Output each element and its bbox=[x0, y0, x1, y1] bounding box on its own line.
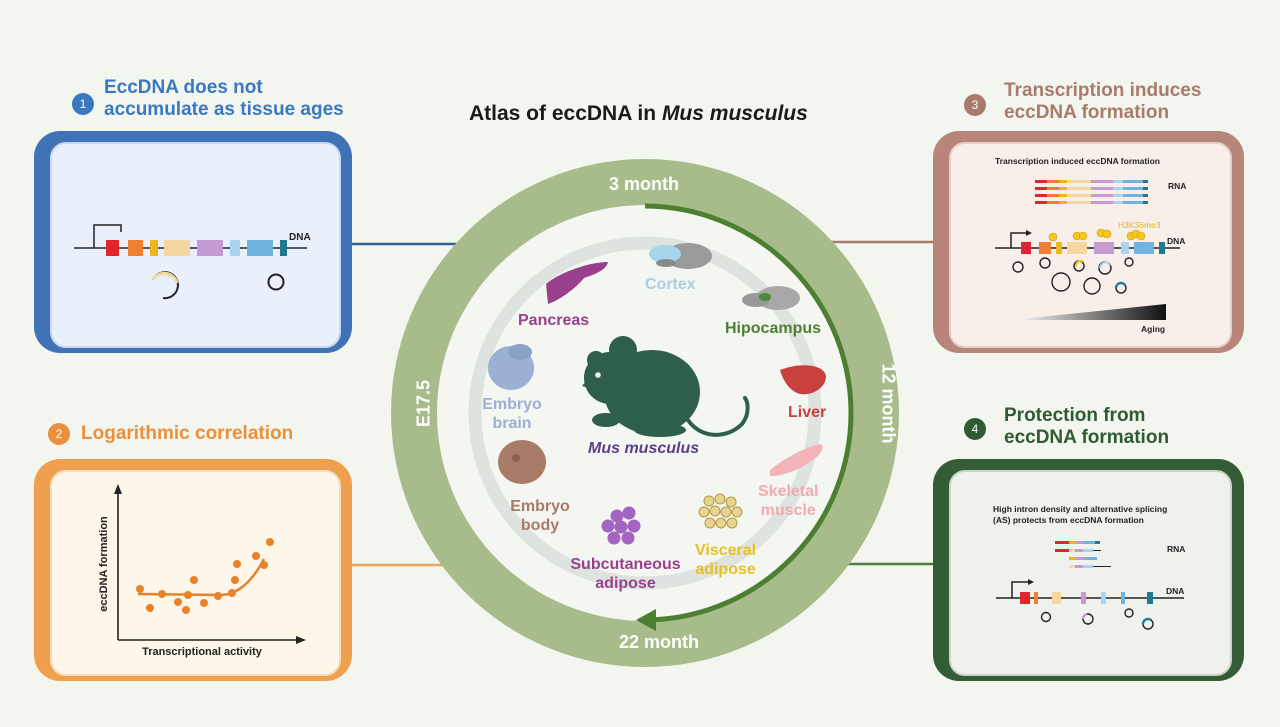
panel3-aging-label: Aging bbox=[1141, 324, 1165, 334]
organ-label-embryo-body-line2: body bbox=[520, 517, 560, 534]
liver-icon bbox=[780, 365, 826, 395]
timeline-arrowhead bbox=[636, 609, 656, 631]
organ-label-embryo-body: Embryo body bbox=[506, 497, 574, 535]
panel4-heading-line1: Protection from bbox=[1004, 405, 1146, 426]
embryo-body-icon bbox=[498, 440, 546, 484]
organ-label-subcutaneous-adipose-line2: adipose bbox=[595, 575, 656, 592]
panel4-rna-isoforms bbox=[1055, 541, 1111, 568]
panel4-inner-title-line1: High intron density and alternative spli… bbox=[993, 504, 1167, 514]
subcutaneous-adipose-icon bbox=[601, 506, 641, 545]
panel2-heading: Logarithmic correlation bbox=[81, 423, 294, 444]
panel1-heading-line1: EccDNA does not bbox=[104, 77, 263, 98]
timeline-arc bbox=[642, 203, 854, 623]
panel3-mark-label: H3K36me3 bbox=[1118, 220, 1161, 230]
organ-label-cortex: Cortex bbox=[645, 276, 696, 293]
panel2-ylabel: eccDNA formation bbox=[98, 516, 110, 612]
organ-label-skeletal-muscle: Skeletal muscle bbox=[758, 482, 818, 520]
skeletal-muscle-icon bbox=[770, 444, 823, 476]
organ-label-hipocampus: Hipocampus bbox=[725, 320, 822, 337]
panel1-dna-label: DNA bbox=[289, 232, 311, 243]
panel3-rna-stripes bbox=[1035, 180, 1148, 204]
main-title: Atlas of eccDNA in Mus musculus bbox=[469, 102, 808, 126]
panel3-card: Transcription induced eccDNA formation R… bbox=[949, 142, 1232, 348]
pancreas-icon bbox=[546, 262, 608, 304]
panel4-number-badge: 4 bbox=[964, 418, 986, 440]
embryo-brain-icon bbox=[488, 344, 534, 390]
panel3-number-badge: 3 bbox=[964, 94, 986, 116]
organ-label-subcutaneous-adipose: Subcutaneous adipose bbox=[568, 555, 683, 593]
panel1-heading: EccDNA does not accumulate as tissue age… bbox=[104, 77, 344, 121]
organ-track bbox=[468, 236, 822, 590]
title-species: Mus musculus bbox=[661, 102, 808, 125]
organ-label-liver: Liver bbox=[788, 404, 827, 421]
organ-label-skeletal-muscle-line1: Skeletal bbox=[758, 483, 819, 500]
panel4-heading-line2: eccDNA formation bbox=[1004, 427, 1170, 448]
panel3-inner-title: Transcription induced eccDNA formation bbox=[995, 156, 1160, 166]
panel3-gene-diagram: Transcription induced eccDNA formation R… bbox=[995, 156, 1186, 334]
timeline-12-month: 12 month bbox=[878, 363, 899, 444]
visceral-adipose-icon bbox=[698, 493, 743, 529]
organ-label-skeletal-muscle-line2: muscle bbox=[760, 502, 816, 519]
organ-label-embryo-brain-line2: brain bbox=[492, 415, 532, 432]
panel2-scatter-plot: eccDNA formation Transcriptional activit… bbox=[98, 484, 306, 658]
mouse-icon bbox=[582, 336, 750, 437]
panel1-gene-diagram: DNA bbox=[74, 224, 311, 300]
timeline-3-month: 3 month bbox=[609, 174, 679, 194]
panel2-card: eccDNA formation Transcriptional activit… bbox=[50, 470, 341, 676]
organ-label-pancreas: Pancreas bbox=[518, 312, 590, 329]
organ-label-embryo-brain-line1: Embryo bbox=[482, 396, 542, 413]
organ-label-subcutaneous-adipose-line1: Subcutaneous bbox=[570, 556, 681, 573]
organ-label-embryo-brain: Embryo brain bbox=[478, 395, 546, 433]
panel3-heading-line1: Transcription induces bbox=[1004, 80, 1202, 101]
title-prefix: Atlas of eccDNA in bbox=[469, 102, 662, 125]
organ-label-visceral-adipose-line2: adipose bbox=[695, 561, 756, 578]
panel3-heading-line2: eccDNA formation bbox=[1004, 102, 1170, 123]
panel3-heading: Transcription induces eccDNA formation bbox=[1004, 80, 1201, 124]
panel4-heading: Protection from eccDNA formation bbox=[1004, 405, 1169, 449]
panel2-xlabel: Transcriptional activity bbox=[142, 646, 263, 658]
panel4-rna-label: RNA bbox=[1167, 544, 1185, 554]
panel1-number-badge: 1 bbox=[72, 93, 94, 115]
panel3-rna-label: RNA bbox=[1168, 181, 1186, 191]
timeline-22-month: 22 month bbox=[619, 632, 700, 652]
center-species-label: Mus musculus bbox=[588, 440, 700, 457]
panel2-number-badge: 2 bbox=[48, 423, 70, 445]
organ-label-visceral-adipose: Visceral adipose bbox=[695, 541, 756, 579]
panel4-dna-label: DNA bbox=[1166, 586, 1184, 596]
organ-label-embryo-body-line1: Embryo bbox=[510, 498, 570, 515]
panel1-card: DNA bbox=[50, 142, 341, 348]
panel4-inner-title-line2: (AS) protects from eccDNA formation bbox=[993, 515, 1144, 525]
panel3-dna-label: DNA bbox=[1167, 236, 1185, 246]
hippocampus-brain-icon bbox=[742, 286, 800, 310]
panel3-aging-gradient bbox=[1011, 304, 1166, 320]
panel4-gene-diagram: High intron density and alternative spli… bbox=[993, 504, 1185, 630]
cortex-brain-icon bbox=[649, 243, 712, 269]
organ-label-visceral-adipose-line1: Visceral bbox=[695, 542, 757, 559]
panel1-heading-line2: accumulate as tissue ages bbox=[104, 99, 344, 120]
timeline-e17-5: E17.5 bbox=[413, 379, 434, 428]
panel4-card: High intron density and alternative spli… bbox=[949, 470, 1232, 676]
